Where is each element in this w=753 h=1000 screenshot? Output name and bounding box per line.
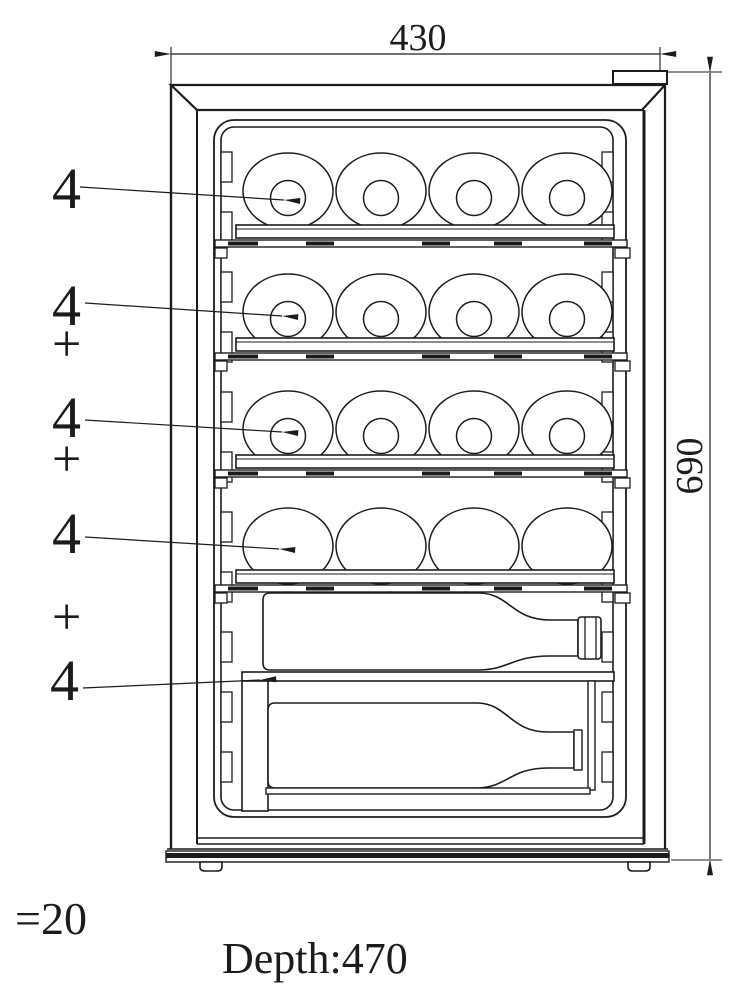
wine-bottle [335, 152, 427, 230]
plus-sign-2: + [52, 431, 81, 488]
leader-line-5 [82, 676, 277, 689]
bottom-rail [265, 787, 591, 795]
shelf-5-bottle-count: 4 [50, 648, 79, 713]
notch [220, 751, 233, 783]
height-dimension: 690 [668, 56, 722, 876]
horizontal-bottle-upper [262, 592, 602, 671]
plus-sign-1: + [52, 316, 81, 373]
left-foot [199, 861, 223, 872]
notch [601, 691, 614, 723]
shelf-4-bottle-count: 4 [52, 501, 81, 566]
rack-right-post [587, 680, 596, 791]
leader-line-4 [84, 536, 296, 553]
leader-line-1 [79, 186, 301, 205]
notch [220, 691, 233, 723]
width-dimension-value: 430 [390, 17, 447, 59]
notch [220, 631, 233, 663]
door-hinge [612, 70, 668, 85]
notch [601, 631, 614, 663]
wine-bottle [428, 152, 520, 230]
notch [220, 271, 233, 303]
bottom-shelf-board [241, 671, 615, 682]
shelf-3-bottle-count: 4 [52, 385, 81, 450]
notch [601, 751, 614, 783]
notch [220, 211, 233, 243]
notch [220, 391, 233, 423]
shelf-1-bottle-count: 4 [52, 156, 81, 221]
base-plinth-band [166, 853, 669, 858]
wine-bottle [521, 152, 613, 230]
right-foot [627, 861, 651, 872]
bottle-cap [577, 616, 602, 660]
width-dimension: 430 [154, 17, 677, 84]
callout-leaders [79, 186, 301, 689]
callout-texts: 4 4 4 4 4 + + + =20 [15, 156, 87, 944]
base [165, 848, 670, 872]
notch [220, 151, 233, 183]
cabinet-top-face [168, 83, 668, 112]
plus-sign-3: + [52, 589, 81, 646]
leader-line-3 [84, 419, 299, 436]
leader-line-2 [84, 302, 299, 321]
bottle-cap [573, 729, 583, 771]
total-bottle-count: =20 [15, 893, 87, 944]
wine-bottle [242, 152, 334, 230]
shelf-2-bottle-count: 4 [52, 273, 81, 338]
notch [220, 511, 233, 543]
height-dimension-value: 690 [669, 438, 711, 495]
rack-left-post [241, 680, 269, 812]
depth-dimension-label: Depth:470 [222, 934, 408, 983]
cabinet [168, 70, 668, 849]
